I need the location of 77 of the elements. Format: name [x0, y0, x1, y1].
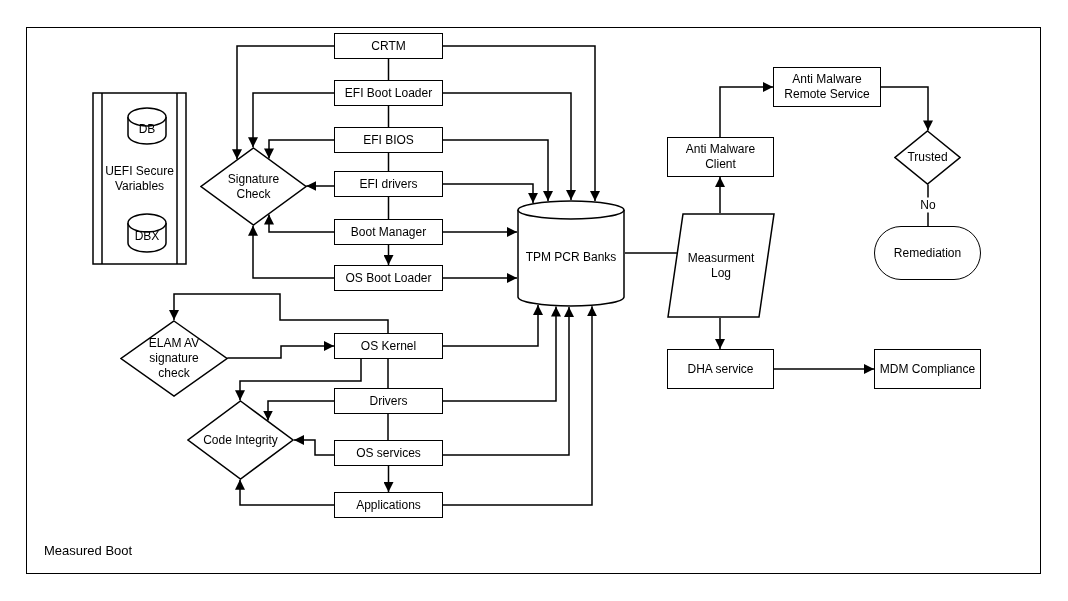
arrow [248, 224, 335, 279]
process-box [334, 440, 443, 466]
diagram-caption: Measured Boot [44, 543, 133, 559]
arrow [442, 139, 553, 202]
connector-line [387, 358, 389, 389]
arrow [442, 304, 543, 347]
arrow [226, 341, 335, 359]
node-text: Drivers [369, 393, 408, 409]
node-text: Anti Malware Client [684, 142, 757, 172]
arrow [880, 86, 933, 132]
process-box [773, 67, 881, 107]
process-box [874, 349, 981, 389]
arrow [442, 273, 518, 283]
process-box [334, 492, 443, 518]
connector-line [387, 58, 390, 81]
arrow [235, 358, 362, 402]
connector-line [387, 413, 389, 441]
process-box [667, 349, 774, 389]
arrow [442, 92, 576, 201]
process-box [334, 388, 443, 414]
node-text: DBX [134, 228, 160, 244]
arrow [263, 400, 335, 422]
node-text: Trusted [907, 150, 948, 165]
process-box [667, 137, 774, 177]
connector-line [624, 252, 678, 254]
node-text: CRTM [371, 38, 406, 54]
node-text: EFI drivers [359, 176, 418, 192]
arrow [442, 183, 538, 204]
process-box [334, 219, 443, 245]
edge-label: No [918, 197, 938, 213]
node-text: DB [138, 121, 156, 137]
node-text: OS services [356, 445, 421, 461]
arrow [293, 435, 335, 456]
connector-line [387, 105, 390, 128]
arrow [232, 45, 335, 160]
connector-line [927, 183, 929, 227]
arrow [442, 227, 518, 237]
arrow [442, 306, 574, 456]
arrow [248, 92, 335, 149]
arrow [715, 176, 725, 214]
node-text: Measurment Log [686, 250, 756, 281]
arrow [383, 465, 394, 493]
terminal-shape [874, 226, 981, 280]
node-text: Anti Malware Remote Service [783, 72, 871, 102]
process-box [334, 80, 443, 106]
arrow [442, 305, 561, 402]
process-box [334, 333, 443, 359]
node-text: UEFI Secure Variables [104, 163, 175, 194]
node-text: TPM PCR Banks [525, 250, 617, 265]
process-box [334, 171, 443, 197]
process-box [334, 265, 443, 291]
arrow [235, 478, 335, 506]
node-text: OS Kernel [360, 338, 417, 354]
arrow [773, 364, 875, 374]
arrow [442, 305, 597, 506]
node-text: MDM Compliance [879, 361, 976, 377]
node-text: Signature Check [226, 171, 281, 202]
node-text: EFI Boot Loader [344, 85, 433, 101]
node-text: Remediation [893, 245, 962, 261]
arrow [383, 244, 394, 266]
arrow [442, 45, 600, 202]
node-text: Applications [356, 497, 421, 513]
node-text: Code Integrity [203, 432, 278, 448]
node-text: ELAM AV signature check [147, 336, 201, 381]
node-text: DHA service [687, 361, 754, 377]
process-box [334, 33, 443, 59]
arrow [305, 181, 335, 191]
node-text: EFI BIOS [363, 132, 414, 148]
arrow [715, 317, 725, 350]
connector-line [387, 196, 390, 220]
process-box [334, 127, 443, 153]
arrow [264, 139, 335, 160]
arrow [264, 213, 335, 233]
arrow [169, 293, 389, 334]
node-text: OS Boot Loader [345, 270, 432, 286]
arrow [719, 82, 774, 138]
node-text: Boot Manager [350, 224, 427, 240]
